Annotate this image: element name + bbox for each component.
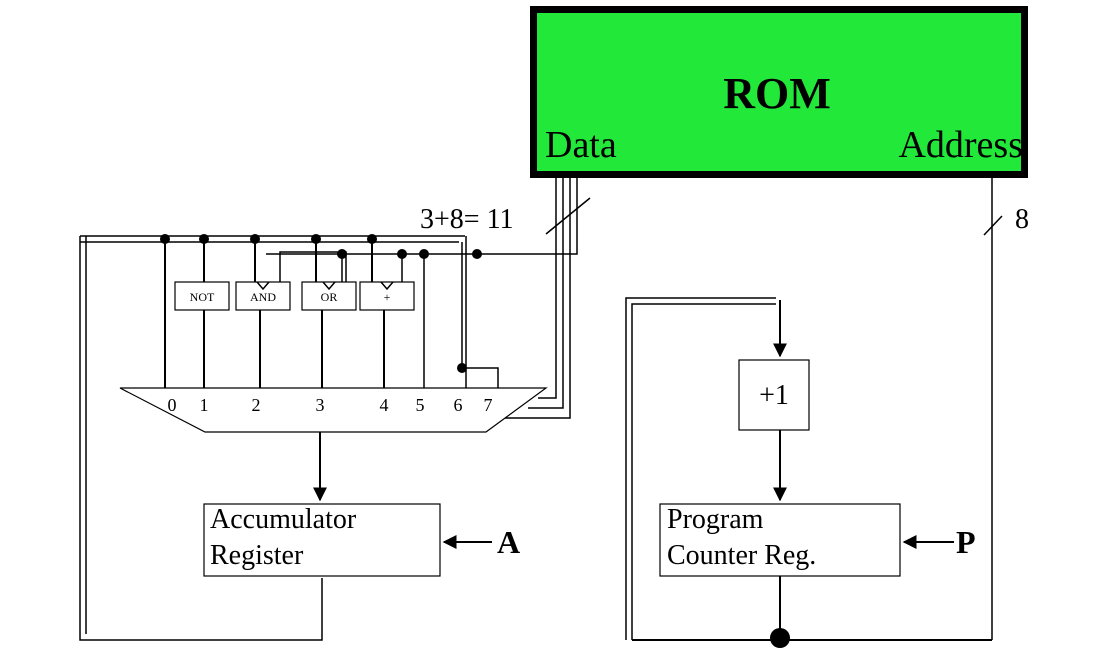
adder-gate: +	[359, 281, 415, 311]
rom-data-label: Data	[545, 124, 617, 166]
address-bus-width-label: 8	[1015, 204, 1029, 235]
program-counter-loop	[625, 297, 787, 640]
rom-block: ROM Data Address	[530, 6, 1028, 178]
mux-input-label-1: 1	[200, 395, 209, 415]
mux-input-label-7: 7	[484, 395, 493, 415]
rom-address-label: Address	[898, 124, 1023, 166]
multiplexer: 0 1 2 3 4 5 6 7	[119, 387, 548, 433]
address-bus: 8	[632, 178, 1029, 641]
junction-dots	[160, 234, 482, 373]
accumulator-label-line1: Accumulator	[210, 504, 357, 535]
program-counter-label-line1: Program	[667, 504, 764, 535]
mux-input-label-5: 5	[416, 395, 425, 415]
not-gate-label: NOT	[190, 290, 215, 304]
program-counter-label-line2: Counter Reg.	[667, 540, 816, 571]
accumulator-control-label: A	[497, 524, 520, 560]
and-gate: AND	[235, 281, 291, 311]
data-bus-width-label: 3+8= 11	[420, 204, 514, 235]
program-counter-control-label: P	[956, 524, 976, 560]
adder-gate-label: +	[384, 290, 391, 304]
mux-input-wires	[164, 239, 425, 388]
accumulator-label-line2: Register	[210, 540, 304, 571]
and-gate-label: AND	[250, 290, 276, 304]
program-counter-control: P	[902, 524, 976, 560]
or-gate-label: OR	[321, 290, 338, 304]
accumulator-control: A	[442, 524, 520, 560]
incrementer-label: +1	[759, 380, 789, 411]
mux-input-label-3: 3	[316, 395, 325, 415]
mux-input-label-6: 6	[454, 395, 463, 415]
incrementer-block: +1	[738, 359, 810, 431]
mux-input-label-4: 4	[380, 395, 389, 415]
or-gate: OR	[301, 281, 357, 311]
mux-input-label-0: 0	[168, 395, 177, 415]
pc-output-junction	[770, 628, 790, 648]
accumulator-feedback-bus	[79, 235, 499, 641]
accumulator-register: Accumulator Register	[203, 503, 441, 577]
mux-input-label-2: 2	[252, 395, 261, 415]
rom-title: ROM	[723, 69, 831, 118]
not-gate: NOT	[174, 281, 230, 311]
program-counter-register: Program Counter Reg.	[659, 503, 901, 577]
data-bus: 3+8= 11	[266, 178, 591, 419]
mux-input-labels: 0 1 2 3 4 5 6 7	[168, 395, 493, 415]
